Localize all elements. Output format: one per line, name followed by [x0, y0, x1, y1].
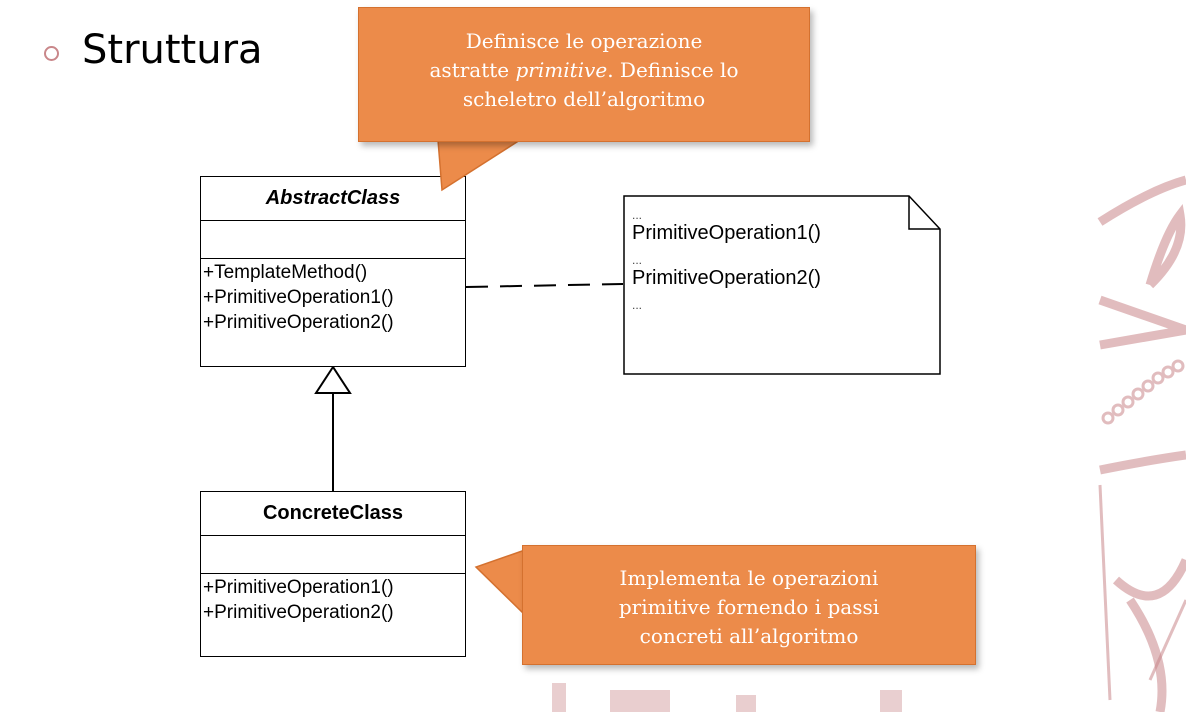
callout-bottom-tail: [474, 548, 526, 617]
operation-primitive-2: +PrimitiveOperation2(): [203, 312, 394, 333]
note-shape: [623, 195, 941, 375]
operation-primitive-1: +PrimitiveOperation1(): [203, 577, 394, 598]
callout-top-emphasis: primitive: [515, 58, 608, 82]
operation-primitive-2: +PrimitiveOperation2(): [203, 602, 394, 623]
abstract-class-name: AbstractClass: [201, 177, 465, 221]
note-ellipsis: ...: [632, 253, 643, 267]
callout-top-line-2: astratte primitive. Definisce lo: [359, 56, 809, 85]
callout-top-line-2-prefix: astratte: [429, 58, 516, 82]
callout-top-line-3: scheletro dell’algoritmo: [462, 87, 706, 111]
inheritance-triangle-icon: [314, 365, 352, 394]
callout-top-line-1: Definisce le operazione: [465, 29, 703, 53]
callout-top: Definisce le operazione astratte primiti…: [358, 7, 810, 142]
note-primitive-2: PrimitiveOperation2(): [632, 267, 821, 289]
slide-title: Struttura: [82, 27, 263, 73]
concrete-class-name: ConcreteClass: [201, 492, 465, 536]
operation-primitive-1: +PrimitiveOperation1(): [203, 287, 394, 308]
uml-note: ... PrimitiveOperation1() ... PrimitiveO…: [623, 195, 941, 375]
concrete-class-operations: +PrimitiveOperation1() +PrimitiveOperati…: [201, 574, 465, 625]
abstract-class-attributes: [201, 221, 465, 259]
callout-bottom-line-2: primitive fornendo i passi: [618, 595, 880, 619]
note-link-dashed: [465, 283, 624, 288]
bullet-icon: [44, 46, 59, 61]
concrete-class-box: ConcreteClass +PrimitiveOperation1() +Pr…: [200, 491, 466, 657]
callout-top-tail: [437, 140, 522, 192]
callout-bottom-line-3: concreti all’algoritmo: [639, 624, 859, 648]
callout-bottom: Implementa le operazioni primitive forne…: [522, 545, 976, 665]
note-ellipsis: ...: [632, 208, 643, 222]
abstract-class-box: AbstractClass +TemplateMethod() +Primiti…: [200, 176, 466, 367]
callout-top-line-2-suffix: . Definisce lo: [607, 58, 739, 82]
note-primitive-1: PrimitiveOperation1(): [632, 222, 821, 244]
concrete-class-attributes: [201, 536, 465, 574]
callout-bottom-line-1: Implementa le operazioni: [619, 566, 879, 590]
operation-template-method: +TemplateMethod(): [203, 262, 368, 283]
note-ellipsis: ...: [632, 298, 643, 312]
abstract-class-operations: +TemplateMethod() +PrimitiveOperation1()…: [201, 259, 465, 335]
